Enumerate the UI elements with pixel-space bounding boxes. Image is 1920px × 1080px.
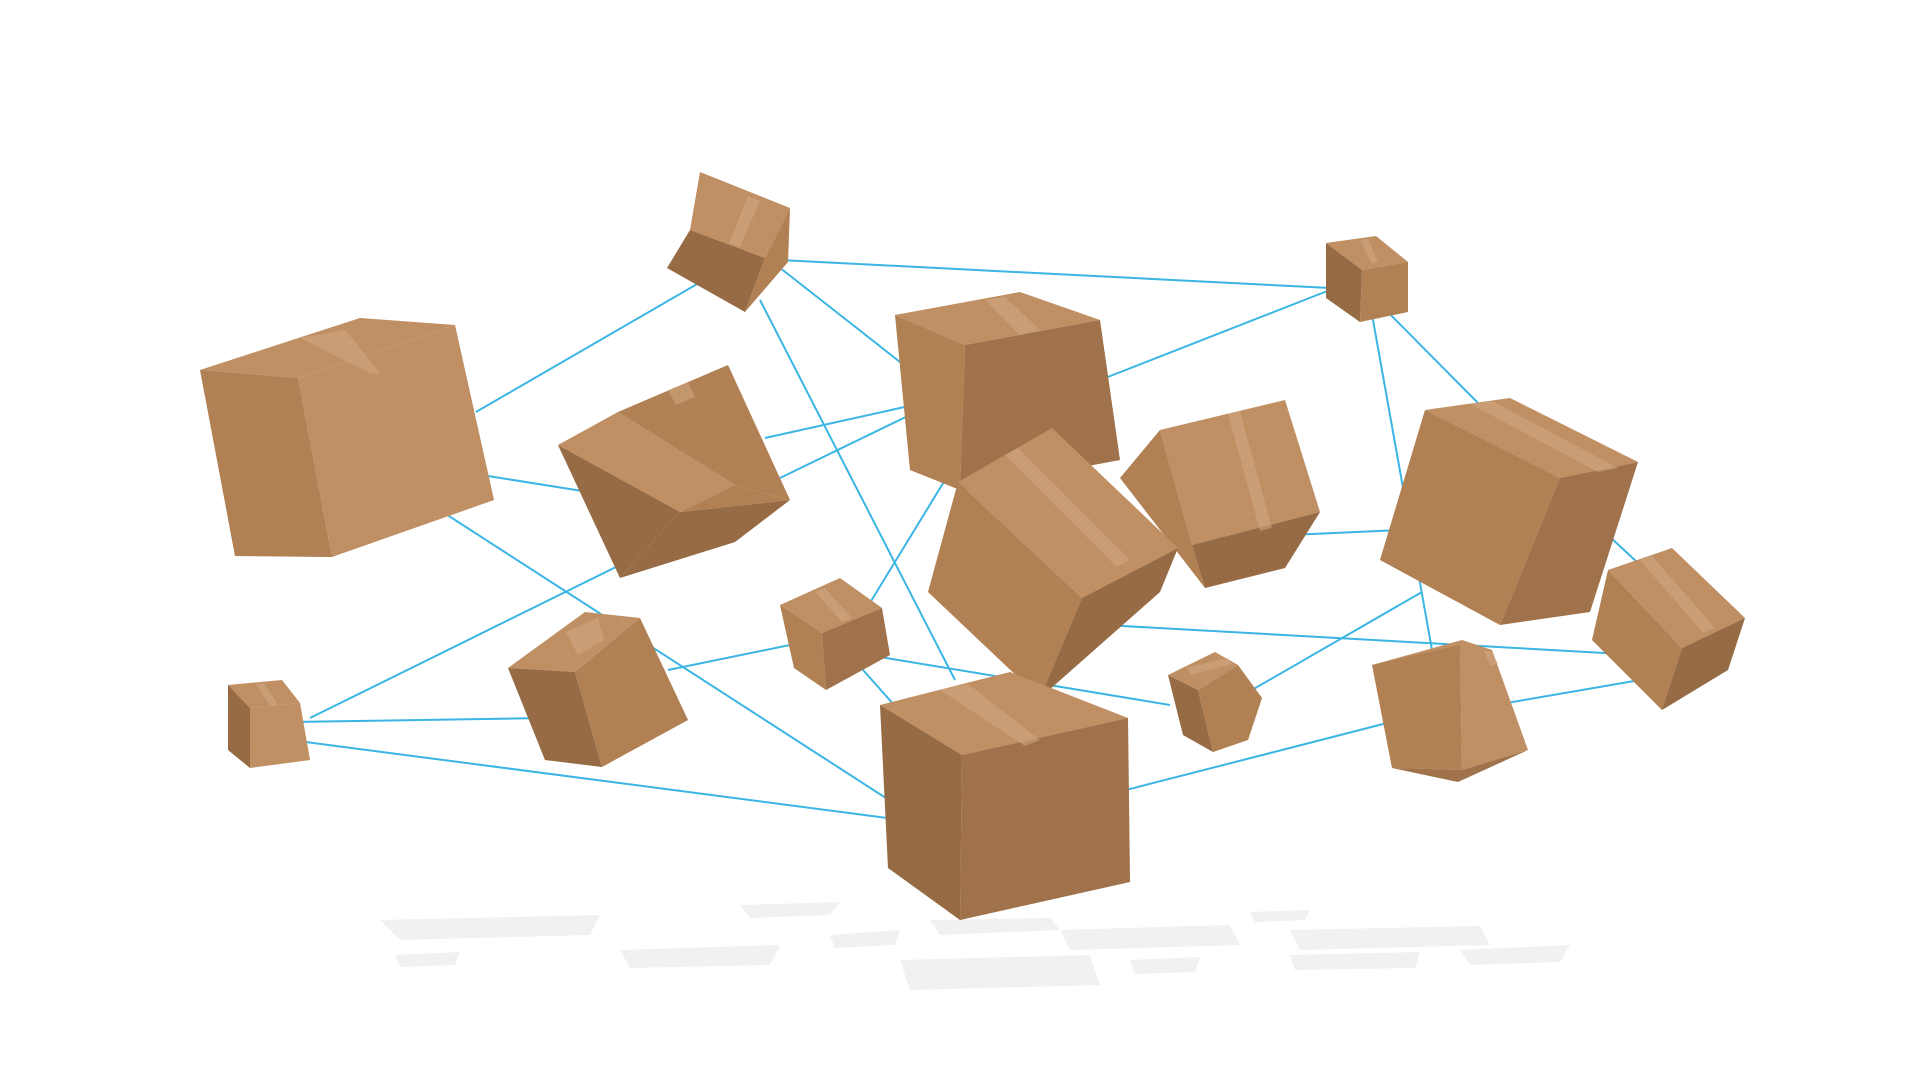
link-line (769, 259, 901, 363)
link-line (1099, 289, 1331, 381)
floor-shadows (380, 902, 1570, 990)
box-large-left (200, 318, 494, 557)
link-line (1367, 291, 1433, 651)
link-line (667, 644, 791, 671)
link-line (389, 477, 921, 821)
box-left-middle (558, 365, 790, 578)
box-front-bottom (880, 672, 1130, 920)
box-small-center-left (780, 578, 890, 690)
box-center-tilted (928, 428, 1178, 698)
box-left-lower (508, 612, 688, 767)
boxes (200, 172, 1745, 920)
link-line (1494, 679, 1641, 706)
link-line (309, 565, 619, 719)
link-line (475, 264, 731, 413)
box-far-right (1592, 548, 1745, 710)
box-small-center-right (1168, 652, 1262, 752)
link-line (1125, 711, 1431, 791)
box-right-center (1120, 400, 1320, 588)
link-line (779, 259, 1331, 289)
box-right-large (1380, 398, 1638, 625)
link-line (1104, 624, 1641, 656)
box-far-left-small (228, 680, 310, 768)
link-line (1244, 591, 1423, 695)
link-line (289, 717, 549, 723)
link-line (759, 299, 956, 681)
link-line (867, 479, 946, 607)
link-line (274, 737, 919, 823)
box-top-small (667, 172, 790, 312)
box-top-right-small (1326, 236, 1408, 322)
box-right-lower (1372, 640, 1528, 782)
box-center-top (895, 292, 1120, 490)
